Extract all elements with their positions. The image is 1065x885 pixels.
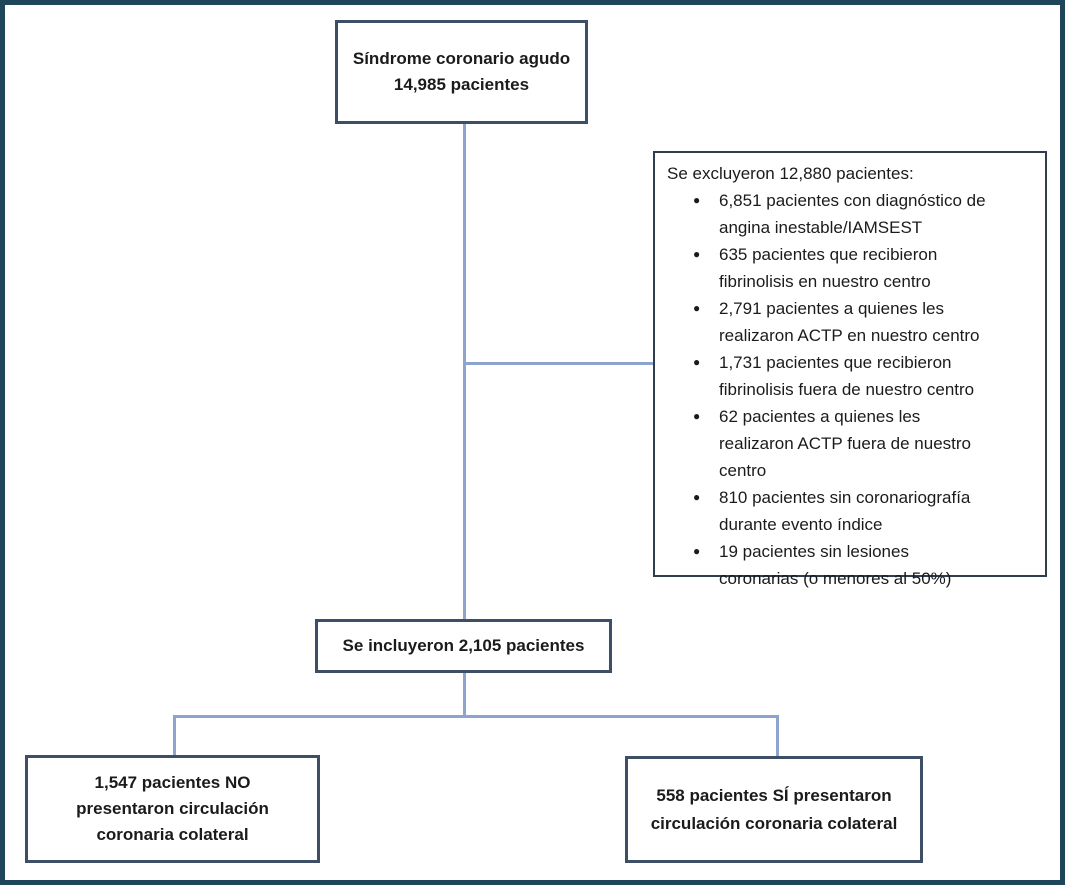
exclusion-item-line: coronarias (o menores al 50%)	[719, 569, 952, 588]
exclusion-item: ● 6,851 pacientes con diagnóstico de ang…	[667, 187, 1037, 241]
bullet-icon: ●	[693, 409, 701, 423]
exclusion-item-line: durante evento índice	[719, 515, 883, 534]
box-text-line: 558 pacientes SÍ presentaron	[656, 785, 892, 805]
exclusion-item-line: 6,851 pacientes con diagnóstico de	[719, 191, 986, 210]
connector-right-branch-vertical	[776, 715, 779, 760]
exclusion-item-line: 810 pacientes sin coronariografía	[719, 488, 971, 507]
exclusion-title: Se excluyeron 12,880 pacientes:	[667, 164, 914, 183]
connector-included-down-vertical	[463, 673, 466, 718]
exclusion-item-line: fibrinolisis en nuestro centro	[719, 272, 931, 291]
exclusion-item: ● 810 pacientes sin coronariografía dura…	[667, 484, 1037, 538]
box-text-line: Se incluyeron 2,105 pacientes	[342, 636, 585, 655]
box-text-line: 14,985 pacientes	[393, 75, 530, 94]
exclusion-item-line: realizaron ACTP fuera de nuestro	[719, 434, 971, 453]
exclusion-item-line: 19 pacientes sin lesiones	[719, 542, 909, 561]
bullet-icon: ●	[693, 544, 701, 558]
bullet-icon: ●	[693, 355, 701, 369]
exclusion-item: ● 62 pacientes a quienes les realizaron …	[667, 403, 1037, 484]
bullet-icon: ●	[693, 247, 701, 261]
exclusion-item: ● 19 pacientes sin lesiones coronarias (…	[667, 538, 1037, 592]
box-text-line: circulación coronaria colateral	[650, 813, 898, 833]
box-text-line: coronaria colateral	[96, 825, 249, 844]
exclusion-item: ● 2,791 pacientes a quienes les realizar…	[667, 295, 1037, 349]
bullet-icon: ●	[693, 490, 701, 504]
box-text-line: 1,547 pacientes NO	[94, 773, 251, 792]
exclusion-item-line: 62 pacientes a quienes les	[719, 407, 921, 426]
box-text-line: presentaron circulación	[76, 799, 269, 818]
connector-top-to-included-vertical	[463, 124, 466, 622]
exclusion-item-line: 2,791 pacientes a quienes les	[719, 299, 944, 318]
exclusion-item-line: realizaron ACTP en nuestro centro	[719, 326, 980, 345]
exclusion-criteria-box: Se excluyeron 12,880 pacientes: ● 6,851 …	[653, 151, 1047, 588]
exclusion-item-line: centro	[719, 461, 767, 480]
exclusion-item-line: 1,731 pacientes que recibieron	[719, 353, 952, 372]
bullet-icon: ●	[693, 301, 701, 315]
connector-branch-horizontal	[173, 715, 779, 718]
exclusion-item: ● 1,731 pacientes que recibieron fibrino…	[667, 349, 1037, 403]
exclusion-item-line: fibrinolisis fuera de nuestro centro	[719, 380, 975, 399]
connector-to-exclusion-horizontal	[464, 362, 655, 365]
yes-collateral-circulation-box: 558 pacientes SÍ presentaron circulación…	[625, 756, 923, 863]
included-patients-box: Se incluyeron 2,105 pacientes	[315, 619, 612, 673]
exclusion-item-line: angina inestable/IAMSEST	[719, 218, 923, 237]
connector-left-branch-vertical	[173, 715, 176, 759]
exclusion-item-line: 635 pacientes que recibieron	[719, 245, 938, 264]
bullet-icon: ●	[693, 193, 701, 207]
no-collateral-circulation-box: 1,547 pacientes NO presentaron circulaci…	[25, 755, 320, 863]
exclusion-item: ● 635 pacientes que recibieron fibrinoli…	[667, 241, 1037, 295]
box-text-line: Síndrome coronario agudo	[352, 49, 571, 68]
acute-coronary-syndrome-box: Síndrome coronario agudo 14,985 paciente…	[335, 20, 588, 124]
